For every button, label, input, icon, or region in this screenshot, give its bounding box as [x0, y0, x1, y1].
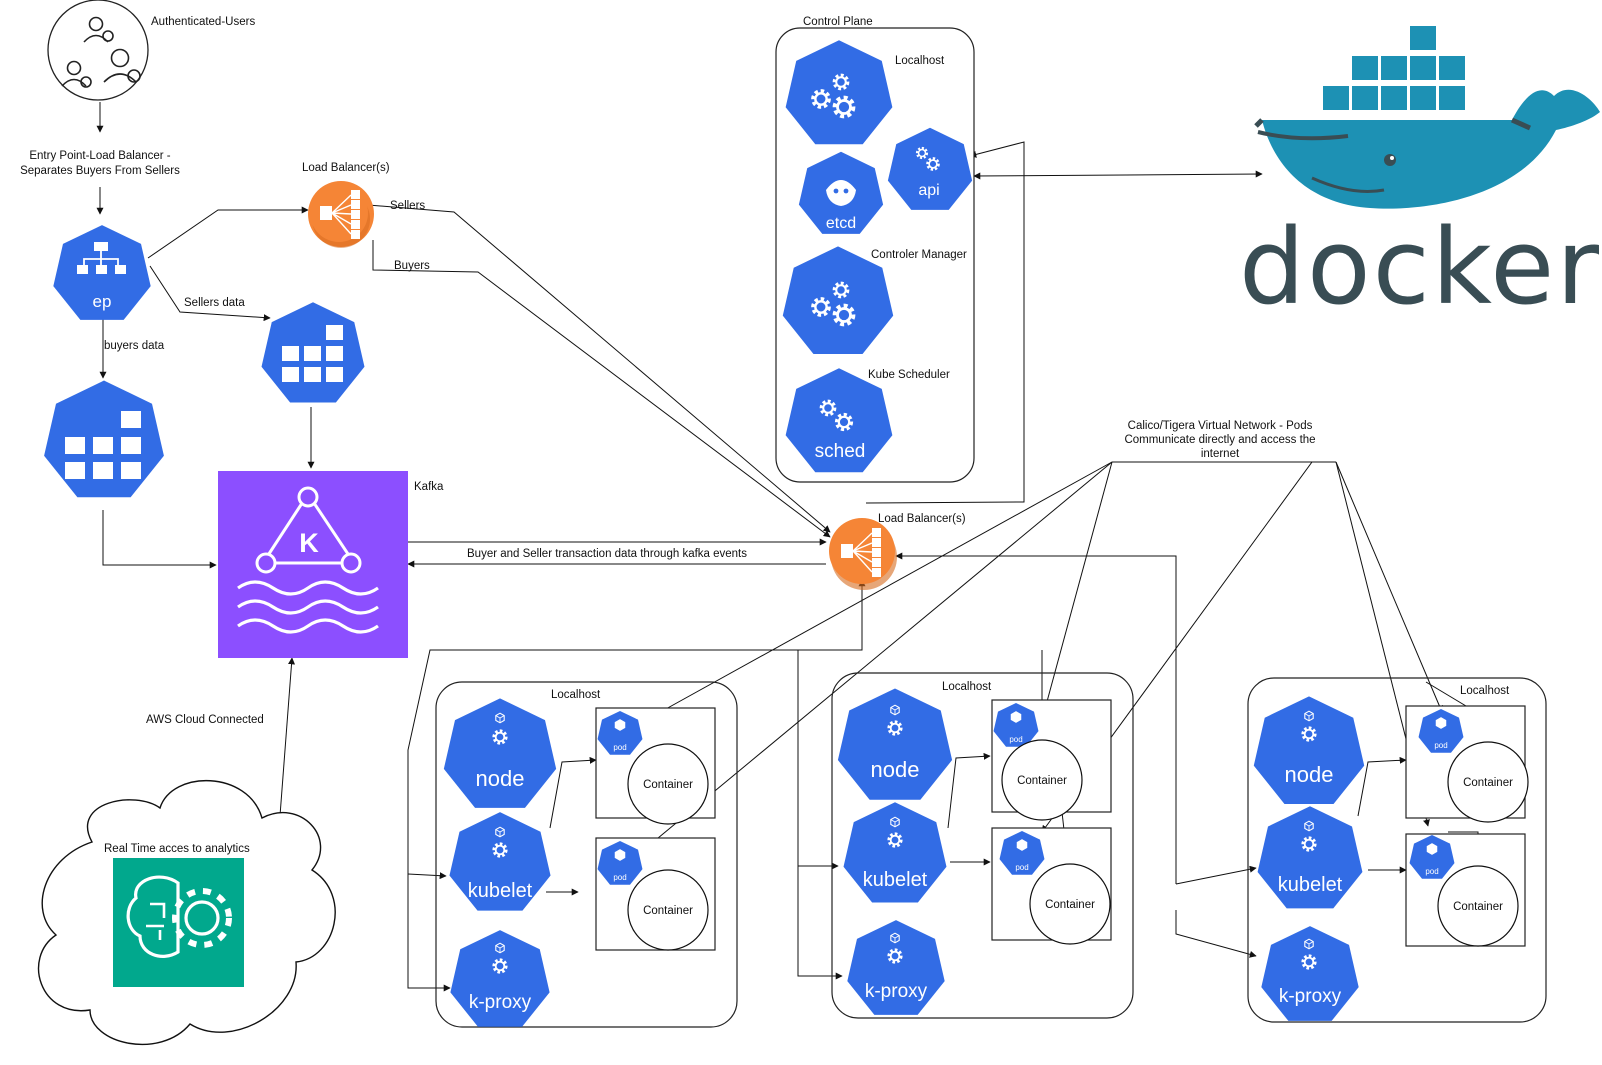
- ep-text: ep: [93, 292, 112, 311]
- worker-node-3: Localhost node kubelet k-proxy pod Conta…: [1247, 677, 1547, 1023]
- worker2-localhost-label: Localhost: [942, 681, 992, 693]
- worker1-localhost-label: Localhost: [551, 689, 601, 701]
- container-circle: [1447, 741, 1529, 823]
- calico-label-line3: internet: [1201, 448, 1240, 460]
- worker-node-1: Localhost node kubelet k-proxy pod Conta…: [435, 681, 738, 1028]
- entry-point-label-line2: Separates Buyers From Sellers: [20, 165, 180, 177]
- worker-node-2: Localhost node kubelet k-proxy pod Conta…: [831, 672, 1134, 1019]
- kubelet-text: kubelet: [468, 880, 533, 902]
- api-text: api: [918, 182, 939, 199]
- kafka-icon: K: [218, 471, 408, 658]
- pod-text: pod: [613, 873, 626, 882]
- container-label: Container: [1453, 901, 1503, 913]
- analytics-cloud: Real Time acces to analytics: [38, 779, 336, 1046]
- calico-label-line1: Calico/Tigera Virtual Network - Pods: [1128, 420, 1313, 432]
- container-label: Container: [1463, 777, 1513, 789]
- entry-point-label-line1: Entry Point-Load Balancer -: [29, 150, 170, 162]
- kubelet-icon: kubelet: [1257, 806, 1363, 909]
- container-circle: [1029, 863, 1111, 945]
- ml-analytics-icon: [113, 858, 244, 987]
- etcd-text: etcd: [826, 215, 856, 232]
- api-icon: api: [887, 127, 973, 210]
- k-proxy-text: k-proxy: [865, 981, 928, 1002]
- control-plane-label: Control Plane: [803, 16, 873, 28]
- control-plane-localhost-label: Localhost: [895, 55, 945, 67]
- authenticated-users-group: Authenticated-Users Entry Point-Load Bal…: [20, 0, 255, 177]
- container-circle: [1437, 865, 1519, 947]
- load-balancers-mid-label: Load Balancer(s): [878, 513, 966, 525]
- container-label: Container: [643, 905, 693, 917]
- kubelet-text: kubelet: [863, 869, 928, 891]
- pod-icon: pod: [999, 830, 1045, 875]
- node-text: node: [1285, 762, 1334, 787]
- buyers-deployment-icon: [44, 380, 164, 498]
- load-balancers-top-label: Load Balancer(s): [302, 162, 390, 174]
- sched-icon: sched: [785, 368, 893, 473]
- node-text: node: [476, 766, 525, 791]
- pod-text: pod: [1434, 741, 1447, 750]
- sched-text: sched: [815, 441, 866, 462]
- pod-icon: pod: [1409, 834, 1455, 879]
- buyers-data-label: buyers data: [104, 340, 165, 352]
- pod-text: pod: [1015, 863, 1028, 872]
- k-proxy-icon: k-proxy: [847, 920, 945, 1015]
- ep-icon: ep: [53, 225, 151, 320]
- node-icon: node: [443, 698, 557, 808]
- pod-icon: pod: [1418, 708, 1464, 753]
- pod-icon: pod: [993, 702, 1039, 747]
- k-proxy-icon: k-proxy: [450, 930, 550, 1027]
- pod-text: pod: [1425, 867, 1438, 876]
- docker-logo: docker: [1239, 24, 1601, 328]
- kafka-letter: K: [299, 528, 319, 558]
- node-text: node: [871, 757, 920, 782]
- buyers-label: Buyers: [394, 260, 430, 272]
- control-plane: Control Plane Localhost api etcd Control…: [775, 16, 975, 483]
- controller-manager-label: Controler Manager: [871, 249, 967, 261]
- authenticated-users-label: Authenticated-Users: [151, 16, 255, 28]
- container-label: Container: [1045, 899, 1095, 911]
- load-balancer-mid-icon: [829, 518, 897, 590]
- aws-cloud-label: AWS Cloud Connected: [146, 714, 264, 726]
- pod-icon: pod: [597, 840, 643, 885]
- container-label: Container: [643, 779, 693, 791]
- real-time-label: Real Time acces to analytics: [104, 843, 250, 855]
- pod-text: pod: [613, 743, 626, 752]
- sellers-label: Sellers: [390, 200, 425, 212]
- docker-wordmark: docker: [1239, 206, 1601, 328]
- container-label: Container: [1017, 775, 1067, 787]
- k-proxy-text: k-proxy: [469, 992, 532, 1013]
- kubelet-text: kubelet: [1278, 874, 1343, 896]
- container-circle: [627, 743, 709, 825]
- container-circle: [627, 869, 709, 951]
- load-balancer-top-icon: [308, 181, 374, 248]
- kube-scheduler-label: Kube Scheduler: [868, 369, 950, 381]
- worker3-localhost-label: Localhost: [1460, 685, 1510, 697]
- transaction-data-label: Buyer and Seller transaction data throug…: [467, 548, 747, 560]
- kubelet-icon: kubelet: [843, 802, 947, 903]
- sellers-deployment-icon: [261, 302, 365, 403]
- k-proxy-text: k-proxy: [1279, 986, 1342, 1007]
- sellers-data-label: Sellers data: [184, 297, 245, 309]
- kafka-label: Kafka: [414, 481, 444, 493]
- calico-label-line2: Communicate directly and access the: [1124, 434, 1315, 446]
- k-proxy-icon: k-proxy: [1261, 926, 1359, 1021]
- kubelet-icon: kubelet: [449, 812, 551, 911]
- node-icon: node: [1253, 696, 1365, 804]
- etcd-icon: etcd: [798, 151, 884, 234]
- pod-icon: pod: [597, 710, 643, 755]
- node-icon: node: [837, 688, 953, 800]
- pod-text: pod: [1009, 735, 1022, 744]
- container-circle: [1001, 739, 1083, 821]
